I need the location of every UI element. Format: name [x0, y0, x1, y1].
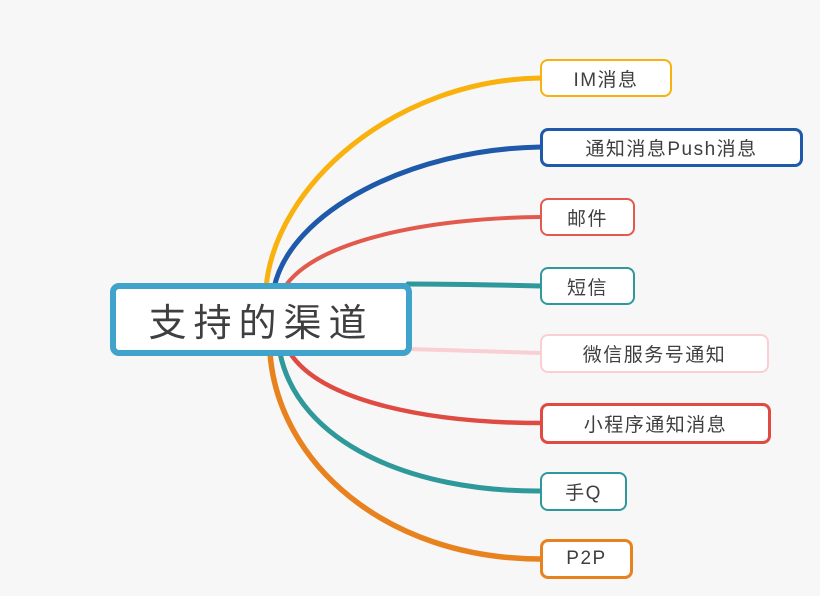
branch-label-miniprogram: 小程序通知消息 [583, 415, 728, 436]
branch-node-mobile-qq[interactable]: 手Q [540, 472, 627, 511]
branch-node-sms[interactable]: 短信 [540, 267, 635, 305]
curve-sms [405, 281, 544, 289]
root-node[interactable]: 支持的渠道 [110, 283, 412, 356]
curve-push [271, 144, 544, 291]
branch-label-wechat-service: 微信服务号通知 [582, 345, 727, 366]
curve-mail [282, 215, 543, 290]
branch-node-im[interactable]: IM消息 [540, 59, 672, 97]
branch-node-wechat-service[interactable]: 微信服务号通知 [540, 334, 769, 373]
branch-node-mail[interactable]: 邮件 [540, 198, 635, 236]
curve-mobile-qq [277, 350, 544, 494]
branch-label-sms: 短信 [566, 277, 608, 299]
branch-label-mail: 邮件 [566, 208, 608, 230]
branch-label-p2p: P2P [566, 548, 607, 569]
curve-im [263, 75, 544, 291]
curve-miniprogram [287, 350, 544, 426]
branch-node-push[interactable]: 通知消息Push消息 [540, 128, 803, 167]
curve-p2p [267, 350, 544, 562]
branch-label-push: 通知消息Push消息 [585, 139, 758, 160]
root-node-label: 支持的渠道 [148, 303, 374, 345]
branch-node-p2p[interactable]: P2P [540, 539, 633, 579]
curve-wechat-service [406, 347, 543, 355]
branch-label-mobile-qq: 手Q [565, 483, 602, 504]
branch-node-miniprogram[interactable]: 小程序通知消息 [540, 403, 771, 444]
branch-label-im: IM消息 [573, 69, 639, 91]
